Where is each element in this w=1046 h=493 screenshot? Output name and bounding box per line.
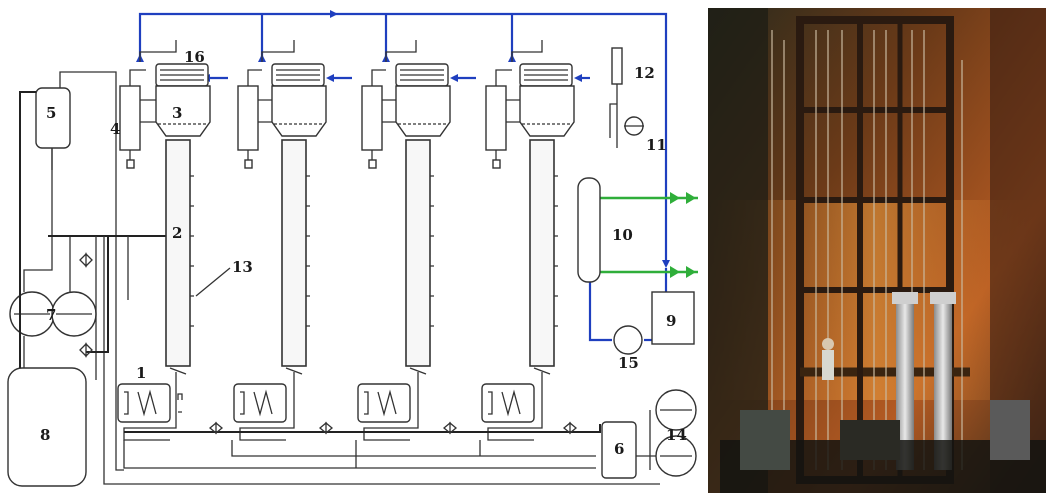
column-2c — [405, 139, 431, 367]
column-unit-4 — [481, 40, 575, 441]
tank-5 — [35, 87, 71, 149]
vessel-10 — [577, 177, 601, 283]
column-unit-2 — [233, 40, 327, 441]
vessel-9 — [651, 291, 695, 345]
label-1: 1 — [136, 364, 146, 382]
feed-system — [7, 71, 660, 487]
heating-line — [596, 192, 698, 278]
column-unit-3 — [357, 40, 451, 441]
label-13: 13 — [232, 258, 253, 276]
label-10: 10 — [612, 226, 633, 244]
vessel-6 — [601, 421, 637, 479]
reflux-head-3 — [155, 85, 211, 137]
column-2 — [165, 139, 191, 367]
label-2: 2 — [172, 224, 182, 242]
tank-8 — [7, 367, 87, 487]
reboiler-1 — [117, 383, 171, 423]
label-14: 14 — [666, 426, 687, 444]
label-12: 12 — [634, 64, 655, 82]
label-11: 11 — [646, 136, 667, 154]
bottom-piping — [123, 421, 601, 469]
label-15: 15 — [618, 354, 639, 372]
label-5: 5 — [46, 104, 56, 122]
column-2d — [529, 139, 555, 367]
label-4: 4 — [110, 120, 120, 138]
label-6: 6 — [614, 440, 624, 458]
label-8: 8 — [40, 426, 50, 444]
distillation-plant-photo — [708, 8, 1046, 493]
label-3: 3 — [172, 104, 182, 122]
label-16: 16 — [184, 48, 205, 66]
cooling-water-header — [136, 10, 670, 342]
flowmeter-12 — [611, 47, 623, 85]
column-2b — [281, 139, 307, 367]
label-7: 7 — [46, 306, 56, 324]
label-9: 9 — [666, 312, 676, 330]
column-unit-1 — [117, 40, 211, 441]
pump-15 — [613, 325, 643, 355]
side-vessel-4 — [119, 85, 141, 151]
